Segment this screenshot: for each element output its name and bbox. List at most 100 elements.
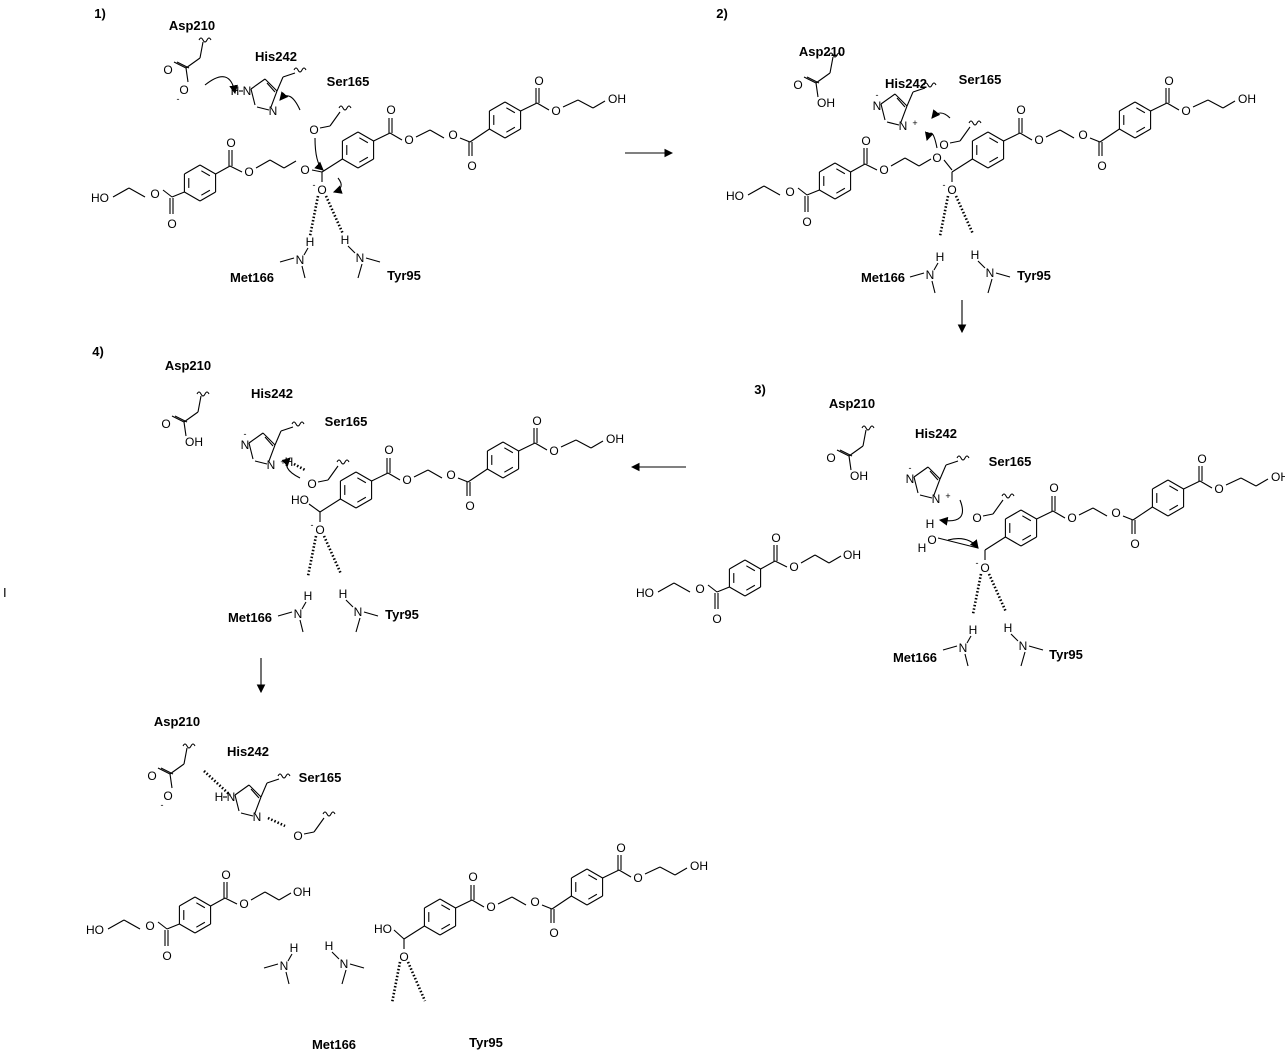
atom-label-H: H [285, 455, 294, 469]
atom-label-N: N [267, 458, 276, 472]
bond [355, 471, 372, 482]
hydrogen-bond [308, 195, 320, 237]
panel-number-4: 4) [92, 344, 104, 359]
bond [269, 159, 285, 169]
benzene-ring [570, 868, 604, 906]
curly-arrow [279, 91, 301, 111]
bond [248, 442, 254, 460]
bond [345, 599, 354, 608]
bond [215, 165, 231, 175]
double-bond [357, 496, 367, 503]
atom-label-O: O [549, 926, 558, 940]
bond [1183, 480, 1201, 490]
residue-label-tyr: Tyr95 [1049, 647, 1083, 662]
bond [1092, 507, 1108, 517]
bond [987, 158, 1004, 169]
bond [814, 554, 830, 564]
bond [166, 923, 180, 930]
bond [234, 794, 240, 812]
bond [234, 784, 250, 796]
bond [303, 831, 315, 835]
atom-label-O: O [386, 103, 395, 117]
residue-label-ser: Ser165 [959, 72, 1002, 87]
bond [1134, 128, 1151, 139]
atom-label-O: O [802, 215, 811, 229]
bond [319, 498, 341, 513]
atom-label-OH: OH [608, 92, 626, 106]
bond [942, 645, 958, 651]
bond [518, 442, 536, 452]
benzene-ring [341, 131, 375, 169]
bond [457, 477, 469, 483]
bond [729, 559, 746, 570]
bond [836, 449, 850, 457]
bond [467, 468, 488, 483]
bond [1045, 129, 1061, 138]
atom-label-OH: OH [817, 96, 835, 110]
bond [987, 278, 993, 294]
atom-label-N: N [899, 119, 908, 133]
benzene-ring [339, 471, 373, 509]
atom-label-OH: OH [843, 548, 861, 562]
double-bond [359, 137, 369, 144]
atom-label-O: O [785, 185, 794, 199]
bond [763, 185, 781, 196]
bond [469, 128, 490, 143]
bond [185, 67, 189, 83]
bond [254, 796, 262, 814]
bond [199, 164, 216, 175]
atom-label-O: O [384, 443, 393, 457]
atom-label-O: O [179, 83, 188, 97]
atom-label-N: N [959, 641, 968, 655]
bond [806, 189, 820, 196]
residue-label-ser: Ser165 [299, 770, 342, 785]
double-bond [1169, 504, 1179, 511]
bond [560, 439, 577, 448]
hydrogen-bond [954, 195, 975, 235]
bond [806, 76, 820, 84]
bond [355, 617, 361, 633]
bond [439, 898, 456, 909]
bond [943, 159, 953, 171]
double-bond [746, 584, 756, 591]
atom-label-O: O [771, 531, 780, 545]
bond [347, 245, 356, 254]
bond [387, 472, 401, 481]
bond [707, 584, 718, 593]
atom-label-O: O [150, 187, 159, 201]
atom-label-H: H [926, 517, 935, 531]
bond [157, 921, 168, 930]
bond [674, 867, 688, 876]
double-bond [201, 189, 211, 196]
bond [1020, 509, 1037, 520]
bond [1152, 479, 1169, 490]
atom-label-O: O [549, 444, 558, 458]
bond [357, 131, 374, 142]
double-bond [196, 921, 206, 928]
bond [1005, 536, 1022, 547]
atom-label-O: O [1111, 506, 1120, 520]
atom-label-O: O [161, 417, 170, 431]
bond [365, 257, 381, 263]
bond [184, 164, 201, 175]
bond [373, 132, 391, 142]
bond [1134, 101, 1151, 112]
benzene-ring [183, 164, 217, 202]
atom-label-O: O [448, 128, 457, 142]
bond [1003, 132, 1021, 142]
atom-label-O: O [939, 138, 948, 152]
bond [342, 131, 359, 142]
atom-label-O: O [927, 533, 936, 547]
atom-label-O: O [826, 451, 835, 465]
atom-label-O: O [1097, 159, 1106, 173]
bond [174, 415, 188, 423]
bond [266, 778, 280, 784]
bond [183, 421, 187, 437]
atom-label-HO: HO [291, 493, 309, 507]
bond [834, 189, 851, 200]
bond [744, 586, 761, 597]
atom-label-O: O [789, 560, 798, 574]
bond [1119, 101, 1136, 112]
bond [797, 187, 808, 196]
